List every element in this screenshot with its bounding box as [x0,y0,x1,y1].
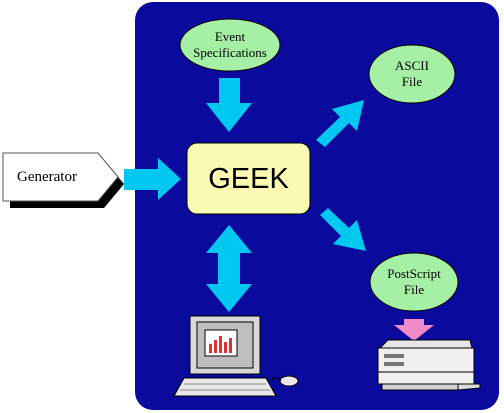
computer-icon [173,315,299,397]
postscript-file-line2: File [403,282,425,297]
arrow-geek-to-ascii [316,100,364,147]
geek-box [186,142,311,215]
postscript-file-line1: PostScript [387,266,441,281]
ascii-file-line2: File [401,74,423,89]
ascii-file-ellipse [368,44,456,104]
arrow-to-printer [394,319,434,341]
postscript-file-ellipse [369,252,459,312]
arrow-generator-to-geek [124,158,181,200]
generator-shape [2,152,119,202]
arrow-eventspec-to-geek [206,78,252,132]
geek-label-text: GEEK [208,162,289,195]
event-spec-line2: Specifications [193,45,267,60]
ascii-file-line1: ASCII [395,58,429,73]
generator-label: Generator [3,153,117,201]
printer-icon [377,339,481,391]
event-spec-line1: Event [214,29,246,44]
arrow-geek-computer-bidirectional [206,225,252,312]
generator-label-text: Generator [17,169,77,185]
arrow-geek-to-postscript [320,208,366,251]
event-spec-label: Event Specifications [180,19,280,71]
event-spec-ellipse [179,18,281,72]
ascii-file-label: ASCII File [369,45,455,103]
postscript-file-label: PostScript File [370,253,458,311]
geek-label: GEEK [187,143,310,214]
